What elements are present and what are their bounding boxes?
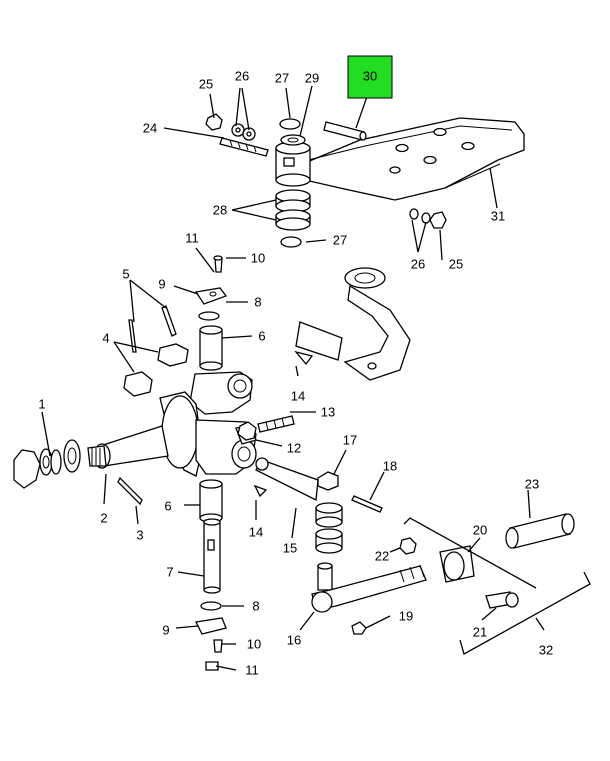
callout-32[interactable]: 32 xyxy=(539,643,553,658)
axle-beam xyxy=(299,117,525,201)
upper-pin-cap xyxy=(194,255,228,321)
highlighted-callout-30[interactable]: 30 xyxy=(347,55,393,99)
callout-6-upper[interactable]: 6 xyxy=(258,329,265,344)
right-nut-washers xyxy=(409,208,447,229)
callout-20[interactable]: 20 xyxy=(473,523,487,538)
tie-rod-nut-bushing xyxy=(315,471,343,554)
callout-18[interactable]: 18 xyxy=(383,459,397,474)
king-pin xyxy=(203,518,221,594)
callout-13[interactable]: 13 xyxy=(321,405,335,420)
callout-29[interactable]: 29 xyxy=(305,71,319,86)
callout-10-upper[interactable]: 10 xyxy=(251,251,265,266)
assembly-bracket xyxy=(403,517,591,655)
callout-labels: 25 26 27 29 24 31 28 27 26 25 11 10 5 9 … xyxy=(38,69,553,678)
callout-6-lower[interactable]: 6 xyxy=(164,499,171,514)
callout-25[interactable]: 25 xyxy=(199,77,213,92)
highlight-box xyxy=(347,55,393,99)
callout-11-lower[interactable]: 11 xyxy=(245,663,259,678)
steering-arm xyxy=(295,267,411,381)
leader-lines xyxy=(41,85,545,671)
spindle-nut-washers xyxy=(13,439,81,489)
castle-nuts xyxy=(123,343,189,397)
lower-pin-cap xyxy=(195,601,227,671)
callout-1[interactable]: 1 xyxy=(38,397,45,412)
draw-key-pin xyxy=(323,121,367,141)
callout-4[interactable]: 4 xyxy=(102,331,109,346)
tie-rod-bolt xyxy=(219,137,269,157)
callout-7[interactable]: 7 xyxy=(166,565,173,580)
callout-14-lower[interactable]: 14 xyxy=(249,525,263,540)
callout-27-lower[interactable]: 27 xyxy=(333,233,347,248)
callout-22[interactable]: 22 xyxy=(375,549,389,564)
top-left-nut-washers xyxy=(205,113,256,141)
tie-rod-end xyxy=(311,562,427,635)
stop-bolt xyxy=(237,415,295,441)
callout-16[interactable]: 16 xyxy=(287,633,301,648)
callout-3[interactable]: 3 xyxy=(136,528,143,543)
callout-25-right[interactable]: 25 xyxy=(449,257,463,272)
steering-knuckle xyxy=(159,371,257,477)
callout-12[interactable]: 12 xyxy=(287,441,301,456)
callout-31[interactable]: 31 xyxy=(491,209,505,224)
tie-rod-arm xyxy=(255,457,319,502)
cotter-pins xyxy=(128,305,177,353)
cotter-pin-18 xyxy=(351,495,383,513)
callout-24[interactable]: 24 xyxy=(143,121,157,136)
callout-28[interactable]: 28 xyxy=(213,203,227,218)
callout-8-lower[interactable]: 8 xyxy=(252,599,259,614)
callout-19[interactable]: 19 xyxy=(399,609,413,624)
callout-14-upper[interactable]: 14 xyxy=(291,389,305,404)
callout-21[interactable]: 21 xyxy=(473,625,487,640)
callout-2[interactable]: 2 xyxy=(100,511,107,526)
upper-bushing xyxy=(199,325,223,371)
cross-tube xyxy=(505,513,575,549)
callout-5[interactable]: 5 xyxy=(122,267,129,282)
callout-23[interactable]: 23 xyxy=(525,477,539,492)
callout-9-lower[interactable]: 9 xyxy=(162,623,169,638)
spindle xyxy=(87,425,169,469)
woodruff-key xyxy=(117,476,143,506)
top-shims xyxy=(279,118,306,146)
callout-26-right[interactable]: 26 xyxy=(411,257,425,272)
callout-30-label: 30 xyxy=(363,69,377,84)
kingpin-boss xyxy=(275,141,311,187)
lower-bushing xyxy=(199,479,223,523)
callout-17[interactable]: 17 xyxy=(343,433,357,448)
callout-9-upper[interactable]: 9 xyxy=(158,277,165,292)
callout-27[interactable]: 27 xyxy=(275,71,289,86)
callout-26[interactable]: 26 xyxy=(235,69,249,84)
callout-15[interactable]: 15 xyxy=(283,541,297,556)
callout-11-upper[interactable]: 11 xyxy=(185,231,199,246)
callout-8-upper[interactable]: 8 xyxy=(254,295,261,310)
lock-wedges xyxy=(253,350,314,498)
tie-rod-clamp xyxy=(399,537,519,609)
callout-10-lower[interactable]: 10 xyxy=(247,637,261,652)
thrust-bearings xyxy=(275,189,311,248)
